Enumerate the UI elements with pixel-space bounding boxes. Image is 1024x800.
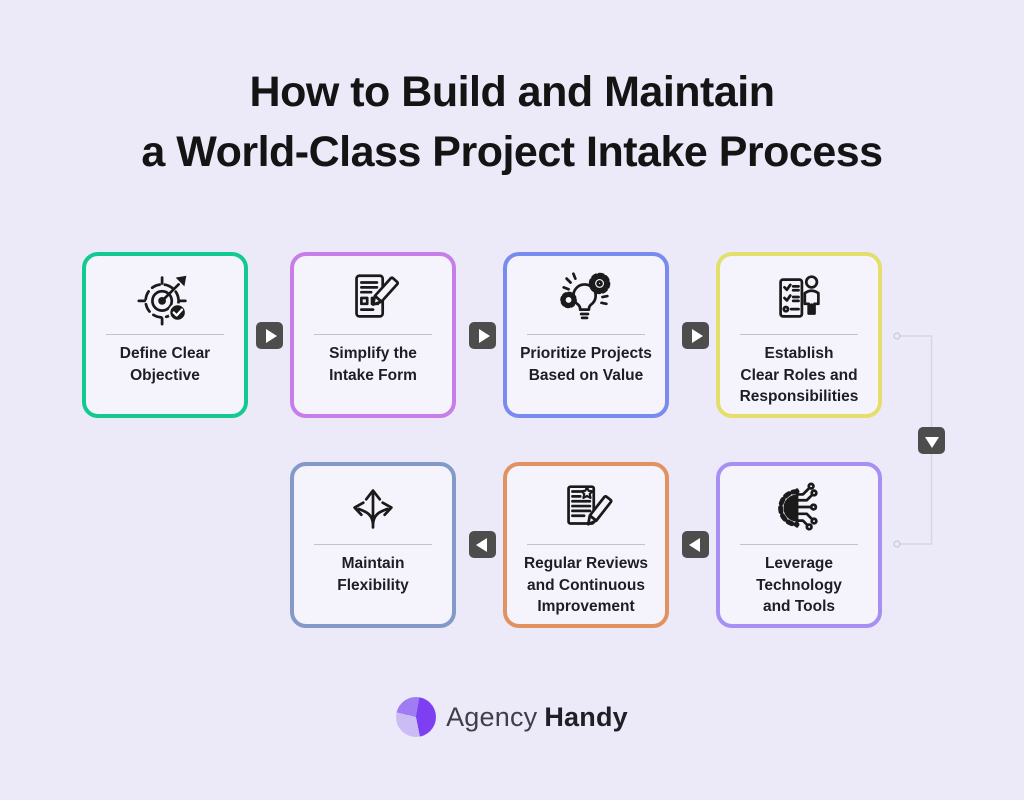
brand-name-first: Agency — [446, 701, 538, 732]
lightbulb-gears-icon — [555, 262, 617, 334]
target-dart-check-icon — [134, 262, 196, 334]
branching-arrows-icon — [342, 472, 404, 544]
card-divider — [740, 334, 858, 335]
step-card-establish-roles: Establish Clear Roles and Responsibiliti… — [716, 252, 882, 418]
card-divider — [314, 334, 432, 335]
card-label: Simplify the Intake Form — [329, 345, 417, 384]
arrow-left-icon — [469, 531, 496, 558]
step-card-regular-reviews: Regular Reviews and Continuous Improveme… — [503, 462, 669, 628]
step-card-maintain-flexibility: Maintain Flexibility — [290, 462, 456, 628]
form-pencil-icon — [342, 262, 404, 334]
step-card-define-clear-objective: Define Clear Objective — [82, 252, 248, 418]
page-title: How to Build and Maintain a World-Class … — [0, 62, 1024, 182]
step-card-prioritize-projects: Prioritize Projects Based on Value — [503, 252, 669, 418]
card-label: Define Clear Objective — [119, 345, 211, 384]
card-label: Prioritize Projects Based on Value — [520, 345, 652, 384]
title-line-2: a World-Class Project Intake Process — [141, 128, 883, 176]
card-label: Maintain Flexibility — [337, 555, 409, 594]
arrow-left-icon — [682, 531, 709, 558]
agency-handy-logo-icon — [396, 697, 437, 737]
step-card-leverage-technology: Leverage Technology and Tools — [716, 462, 882, 628]
card-divider — [527, 334, 645, 335]
card-divider — [527, 544, 645, 545]
checklist-person-icon — [768, 262, 830, 334]
title-line-1: How to Build and Maintain — [249, 68, 775, 116]
document-star-pencil-icon — [555, 472, 617, 544]
card-divider — [106, 334, 224, 335]
card-divider — [740, 544, 858, 545]
card-label: Regular Reviews and Continuous Improveme… — [523, 555, 649, 615]
card-label: Establish Clear Roles and Responsibiliti… — [739, 345, 859, 405]
card-divider — [314, 544, 432, 545]
brand-name-second: Handy — [544, 701, 628, 732]
step-card-simplify-intake-form: Simplify the Intake Form — [290, 252, 456, 418]
arrow-right-icon — [256, 322, 283, 349]
arrow-right-icon — [469, 322, 496, 349]
arrow-right-icon — [682, 322, 709, 349]
gear-circuit-icon — [768, 472, 830, 544]
arrow-down-icon — [918, 427, 945, 454]
card-label: Leverage Technology and Tools — [756, 555, 842, 615]
